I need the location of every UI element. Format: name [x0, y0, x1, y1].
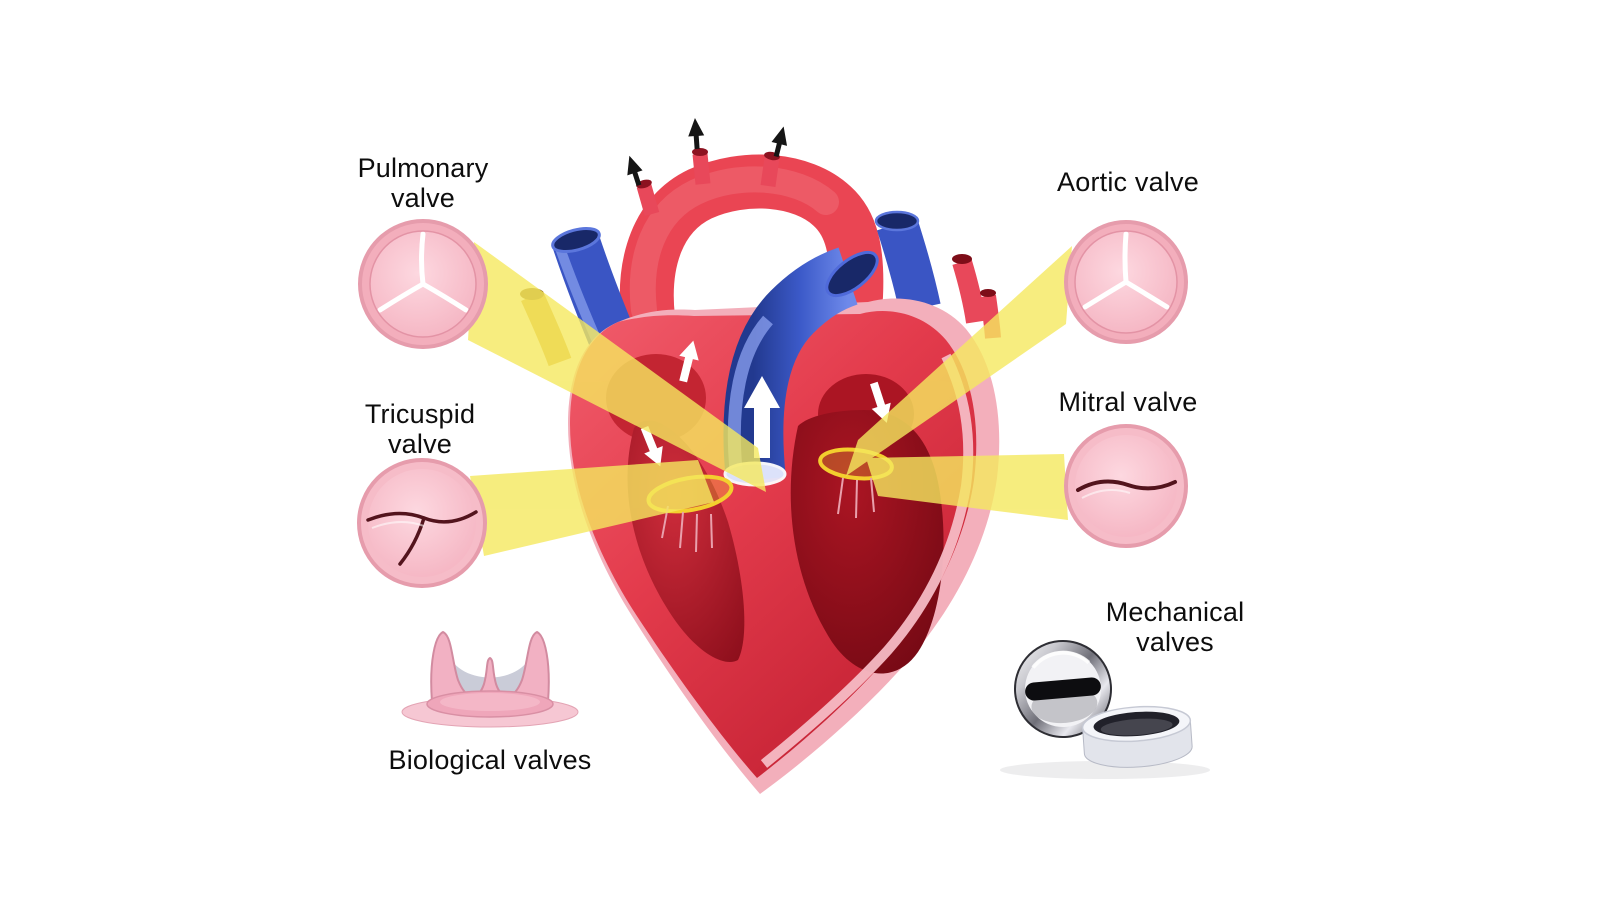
mitral-valve-label: Mitral valve — [1058, 387, 1198, 417]
stent-crown — [430, 630, 550, 703]
pulmonary-vein — [874, 210, 941, 313]
flow-arrow-icon — [679, 340, 699, 383]
pulmonary-valve-callout — [358, 219, 488, 349]
beam-aortic — [846, 246, 1072, 476]
leaflet-seams — [377, 231, 469, 313]
leaflet-fabric — [446, 646, 534, 700]
biological-valve-illustration — [401, 630, 579, 728]
aorta-arch — [619, 148, 884, 345]
mechanical-valves-illustration — [1000, 640, 1210, 779]
tricuspid-valve-callout — [357, 458, 487, 588]
aortic-valve-label: Aortic valve — [1057, 167, 1199, 197]
beam-pulmonary — [468, 242, 766, 492]
flow-arrow-icons — [640, 340, 891, 467]
magnifier-beams — [468, 242, 1072, 556]
biological-valves-label: Biological valves — [388, 745, 592, 775]
up-arrow-icon — [627, 155, 643, 186]
mitral-valve-callout — [1064, 424, 1188, 548]
flow-arrow-icon — [870, 381, 891, 423]
pulmonary-valve-label: Pulmonary valve — [357, 153, 489, 213]
leaflet-seams — [1082, 231, 1170, 310]
chordae-tendineae — [661, 477, 875, 553]
shadow — [1000, 761, 1210, 779]
flow-arrow-icon — [640, 425, 663, 467]
mechanical-valves-label: Mechanical valves — [1105, 597, 1245, 657]
closed-seams — [366, 510, 478, 566]
beam-tricuspid — [470, 460, 714, 556]
heart-illustration — [520, 118, 1001, 794]
closed-seam — [1076, 479, 1177, 492]
outflow-arrow-icons — [627, 118, 788, 186]
flow-arrow-icon — [744, 376, 780, 458]
up-arrow-icon — [688, 118, 705, 150]
aortic-valve-callout — [1064, 220, 1188, 344]
tricuspid-valve-label: Tricuspid valve — [364, 399, 476, 459]
inner-wall-rim — [760, 353, 974, 768]
up-arrow-icon — [771, 126, 788, 158]
beam-mitral — [866, 454, 1068, 520]
disc-valve — [1014, 640, 1112, 738]
ring-valve — [1081, 705, 1193, 768]
